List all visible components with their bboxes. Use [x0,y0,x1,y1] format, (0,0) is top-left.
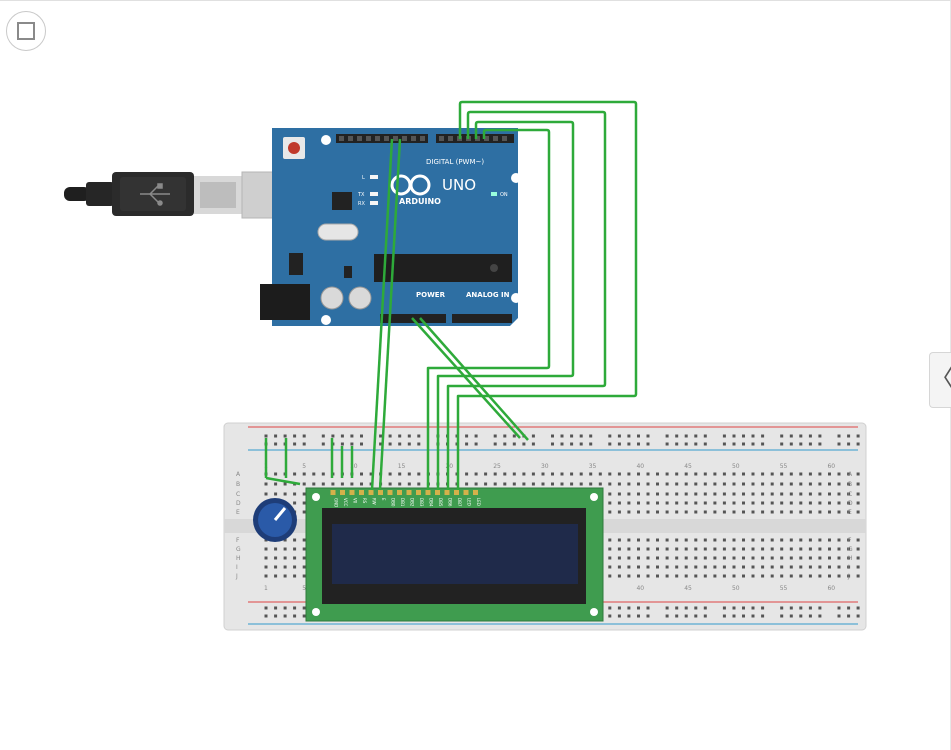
lcd-16x2-display[interactable]: GND VCC V0 RS RW E DB0 DB1 DB2 DB3 DB4 DB5 DB6 DB7 LED… [305,487,604,622]
bb-row-letter: E [848,509,852,516]
lcd-pin[interactable] [473,490,478,495]
bb-col-number-bottom: 55 [780,585,788,592]
lcd-screen [332,524,578,584]
lcd-pin-label: DB3 [419,498,424,507]
bb-row-letter: H [236,555,241,562]
lcd-pin[interactable] [425,490,431,495]
lcd-pin[interactable] [444,490,450,495]
analog-label: ANALOG IN [466,291,510,299]
lcd-pin[interactable] [387,490,393,495]
bb-row-letter: G [236,546,241,553]
bb-col-number-bottom: 45 [684,585,692,592]
lcd-pin-label: DB0 [391,498,396,507]
lcd-pin[interactable] [435,490,440,495]
lcd-pin[interactable] [340,490,345,495]
bb-col-number-top: 25 [493,463,501,470]
bb-col-number-top: 55 [780,463,788,470]
lcd-pin-label: DB1 [400,498,405,507]
bb-col-number-top: 40 [636,463,644,470]
bb-col-number-top: 30 [541,463,549,470]
bb-col-number-top: 45 [684,463,692,470]
lcd-pin-label: DB5 [438,498,443,507]
bb-row-letter: A [848,471,853,478]
lcd-pin[interactable] [397,490,402,495]
arduino-logo-text: ARDUINO [399,197,441,206]
atmega-chip [374,254,512,282]
bb-col-number-top: 60 [827,463,835,470]
fullscreen-icon[interactable] [6,11,46,51]
bb-row-letter: H [848,555,853,562]
bb-col-number-top: 10 [350,463,358,470]
lcd-pin-label: DB2 [410,498,415,507]
lcd-pin[interactable] [463,490,469,495]
bb-row-letter: G [848,546,853,553]
bb-row-letter: I [848,564,850,571]
lcd-pin-label: DB4 [429,498,434,507]
lcd-pin-label: DB7 [457,498,462,507]
lcd-pin[interactable] [416,490,421,495]
lcd-pin-label: RS [362,498,367,504]
bb-col-number-top: 20 [445,463,453,470]
digital-label: DIGITAL (PWM~) [426,158,484,166]
lcd-pin-label: VCC [343,498,348,507]
bb-col-number-bottom: 60 [827,585,835,592]
wires[interactable] [264,100,638,491]
lcd-pin[interactable] [454,490,459,495]
bb-col-number-top: 5 [302,463,306,470]
lcd-pin-label: DB6 [448,498,453,507]
chevron-left-icon: 〈 [930,365,951,392]
bb-row-letter: F [848,537,852,544]
panel-toggle-button[interactable]: 〈 [929,352,951,408]
bb-col-number-bottom: 50 [732,585,740,592]
lcd-pin[interactable] [406,490,412,495]
bb-col-number-top: 35 [589,463,597,470]
bb-row-letter: F [236,537,240,544]
potentiometer[interactable] [253,498,297,542]
bb-row-letter: A [236,471,241,478]
lcd-pin-label: RW [372,498,377,505]
lcd-pin-label: V0 [353,498,358,504]
bb-col-number-bottom: 1 [264,585,268,592]
bb-row-letter: C [848,491,852,498]
bb-row-letter: J [235,573,238,580]
power-label: POWER [416,291,446,299]
usb-cable[interactable] [64,171,309,219]
on-label: ON [500,192,508,198]
bb-row-letter: E [236,509,240,516]
bb-row-letter: I [236,564,238,571]
lcd-pin-label: LED [476,498,481,506]
bb-row-letter: J [847,573,850,580]
bb-col-number-bottom: 5 [302,585,306,592]
bb-row-letter: B [848,481,852,488]
bb-row-letter: D [848,500,853,507]
led-label-rx: RX [358,201,365,207]
led-label-l: L [362,175,365,181]
lcd-pin[interactable] [359,490,364,495]
bb-row-letter: C [236,491,240,498]
bb-row-letter: B [236,481,240,488]
bb-row-letter: D [236,500,241,507]
lcd-pin[interactable] [378,490,383,495]
bb-col-number-bottom: 40 [636,585,644,592]
bb-col-number-top: 50 [732,463,740,470]
led-label-tx: TX [357,192,365,198]
lcd-pin[interactable] [368,490,374,495]
bb-col-number-top: 15 [398,463,406,470]
lcd-pin[interactable] [330,490,336,495]
board-model: UNO [442,176,476,194]
lcd-pin-label: E [381,498,386,501]
lcd-pin[interactable] [349,490,355,495]
lcd-pin-label: LED [467,498,472,506]
lcd-pin-label: GND [334,498,339,507]
